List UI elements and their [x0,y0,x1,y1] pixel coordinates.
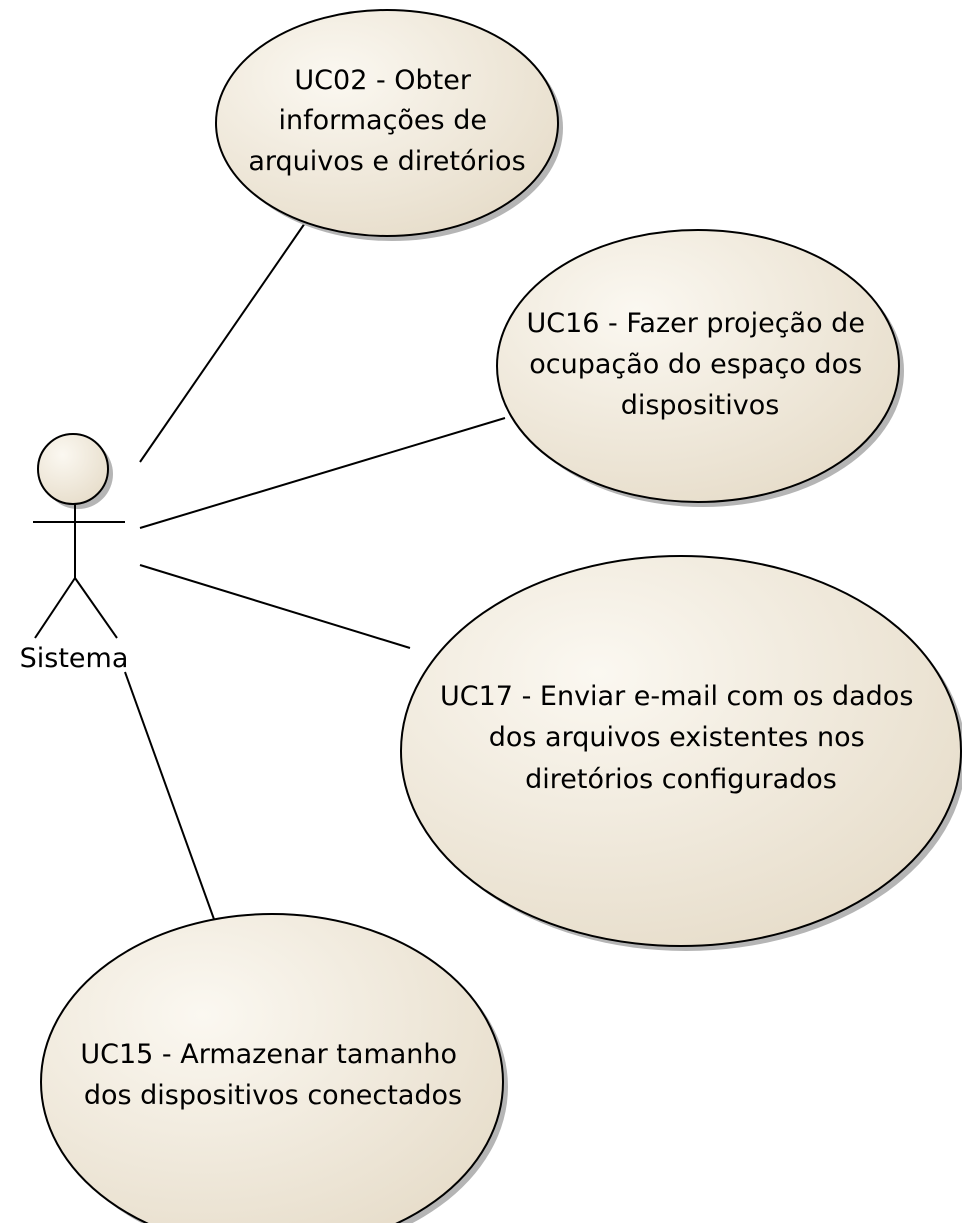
association-uc17 [139,564,411,649]
use-case-uc02-line-3: arquivos e diretórios [248,146,525,177]
use-case-uc17-line-2: dos arquivos existentes nos [489,722,865,753]
actor-left-leg [34,577,76,639]
actor-right-leg [74,577,118,639]
use-case-uc16-line-2: ocupação do espaço dos [529,349,862,380]
use-case-uc02-line-2: informações de [278,105,487,136]
use-case-uc16[interactable]: UC16 - Fazer projeção de ocupação do esp… [496,229,904,507]
use-case-uc15-line-2: dos dispositivos conectados [84,1080,462,1111]
use-case-uc16-label: UC16 - Fazer projeção de ocupação do esp… [526,308,873,421]
use-case-uc02-label: UC02 - Obter informações de arquivos e d… [248,65,525,177]
association-uc02 [139,222,306,463]
use-case-uc17-label: UC17 - Enviar e-mail com os dados dos ar… [440,681,922,795]
use-case-uc17-line-3: diretórios configurados [525,764,837,795]
use-case-uc16-ellipse [496,229,900,503]
use-case-uc02-line-1: UC02 - Obter [294,65,471,96]
use-case-uc16-line-1: UC16 - Fazer projeção de [526,308,864,339]
use-case-uc15-ellipse [40,913,504,1223]
use-case-uc17[interactable]: UC17 - Enviar e-mail com os dados dos ar… [400,555,962,951]
use-case-uc15[interactable]: UC15 - Armazenar tamanho dos dispositivo… [40,913,508,1223]
use-case-uc17-line-1: UC17 - Enviar e-mail com os dados [440,681,913,712]
use-case-uc15-line-1: UC15 - Armazenar tamanho [80,1039,457,1070]
use-case-uc02[interactable]: UC02 - Obter informações de arquivos e d… [215,9,563,241]
use-case-uc15-label: UC15 - Armazenar tamanho dos dispositivo… [80,1039,465,1111]
associations [124,222,506,923]
association-uc15 [124,671,216,923]
association-uc16 [139,417,506,529]
actor[interactable]: Sistema [20,433,129,674]
use-case-uc16-line-3: dispositivos [621,390,780,421]
use-case-uc02-ellipse [215,9,559,237]
use-case-uc17-ellipse [400,555,962,947]
actor-label: Sistema [20,643,129,674]
actor-head [37,433,109,505]
